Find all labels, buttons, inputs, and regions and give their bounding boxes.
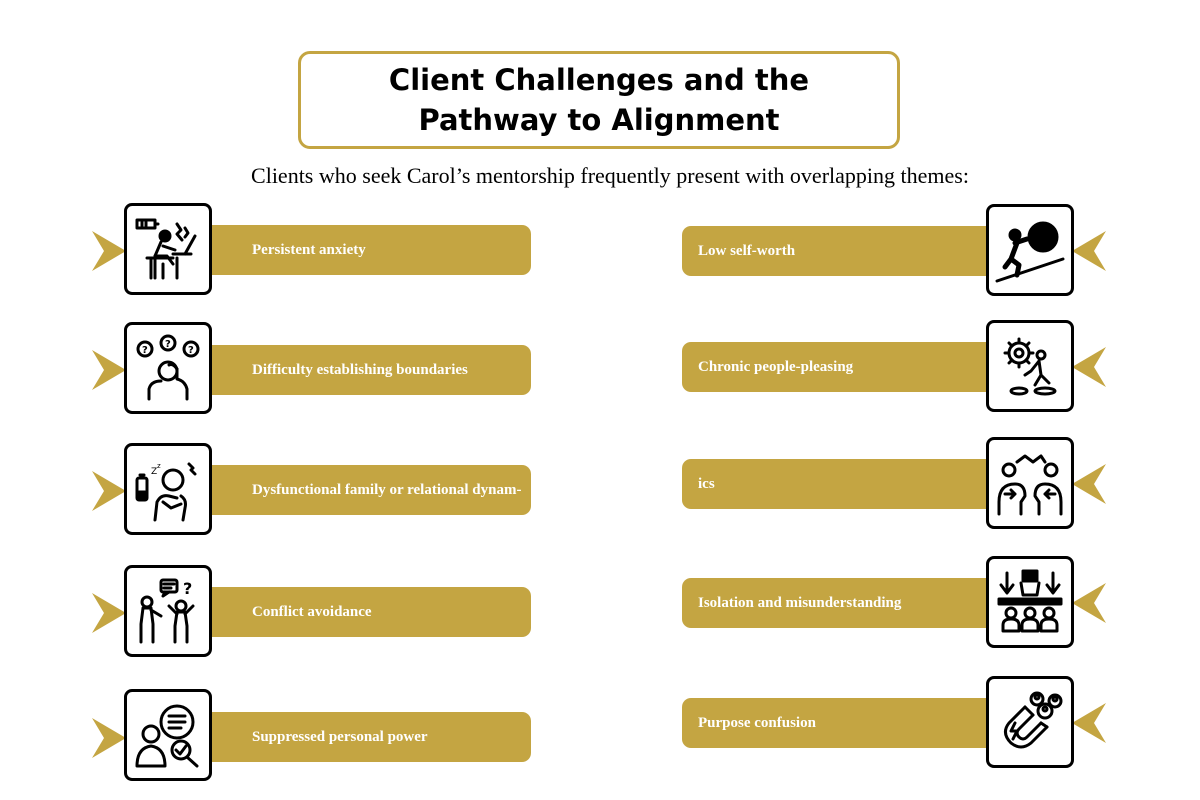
- challenge-bar: Low self-worth: [682, 226, 1012, 276]
- svg-text:?: ?: [183, 579, 192, 598]
- exhausted-person-icon: Z z: [124, 443, 212, 535]
- arrow-icon: [92, 718, 126, 758]
- arrow-icon: [92, 593, 126, 633]
- challenge-bar: Difficulty establishing boundaries: [200, 345, 531, 395]
- title-box: Client Challenges and the Pathway to Ali…: [298, 51, 900, 149]
- challenge-label: Suppressed personal power: [252, 729, 428, 745]
- conflict-heads-icon: [986, 437, 1074, 529]
- subtitle: Clients who seek Carol’s mentorship freq…: [251, 163, 969, 188]
- confused-person-icon: ? ? ?: [124, 322, 212, 414]
- arrow-icon: [1072, 583, 1106, 623]
- gear-person-icon: [986, 320, 1074, 412]
- pushing-boulder-icon: [986, 204, 1074, 296]
- magnet-people-icon: [986, 676, 1074, 768]
- challenge-label: Purpose confusion: [698, 715, 816, 731]
- challenge-bar: ics: [682, 459, 1012, 509]
- arrow-icon: [92, 231, 126, 271]
- challenge-label: Conflict avoidance: [252, 604, 372, 620]
- title-line-2: Pathway to Alignment: [418, 103, 780, 137]
- challenge-bar: Chronic people-pleasing: [682, 342, 1012, 392]
- challenge-label: Isolation and misunderstanding: [698, 595, 902, 611]
- challenge-label: Dysfunctional family or relational dynam…: [252, 482, 522, 498]
- challenge-label: ics: [698, 476, 715, 492]
- challenge-bar: Isolation and misunderstanding: [682, 578, 1012, 628]
- page-title: Client Challenges and the Pathway to Ali…: [389, 60, 809, 140]
- svg-text:?: ?: [165, 339, 171, 350]
- person-search-icon: [124, 689, 212, 781]
- svg-text:Z: Z: [151, 467, 157, 477]
- challenge-label: Chronic people-pleasing: [698, 359, 854, 375]
- challenge-label: Difficulty establishing boundaries: [252, 362, 468, 378]
- arrow-icon: [1072, 464, 1106, 504]
- challenge-bar: Conflict avoidance: [200, 587, 531, 637]
- arrow-icon: [92, 471, 126, 511]
- challenge-bar: Persistent anxiety: [200, 225, 531, 275]
- arrow-icon: [92, 350, 126, 390]
- challenge-bar: Suppressed personal power: [200, 712, 531, 762]
- svg-text:?: ?: [188, 345, 194, 356]
- challenge-bar: Purpose confusion: [682, 698, 1012, 748]
- arrow-icon: [1072, 347, 1106, 387]
- svg-text:?: ?: [142, 345, 148, 356]
- group-pressure-icon: [986, 556, 1074, 648]
- arrow-icon: [1072, 703, 1106, 743]
- title-line-1: Client Challenges and the: [388, 63, 810, 97]
- challenge-label: Low self-worth: [698, 243, 796, 259]
- stressed-worker-icon: [124, 203, 212, 295]
- challenge-label: Persistent anxiety: [252, 242, 366, 258]
- svg-text:z: z: [157, 462, 161, 470]
- challenge-bar: Dysfunctional family or relational dynam…: [200, 465, 531, 515]
- arguing-people-icon: ?: [124, 565, 212, 657]
- arrow-icon: [1072, 231, 1106, 271]
